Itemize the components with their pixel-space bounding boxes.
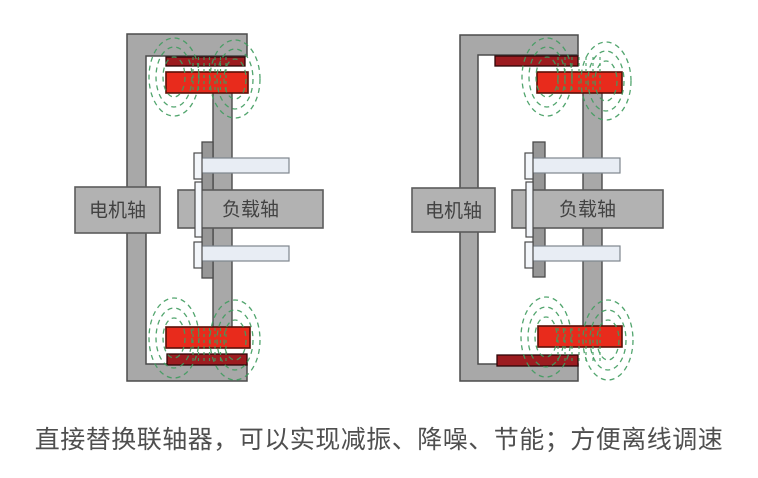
field-line-ellipse: [534, 316, 558, 358]
hub-bolt-top: [530, 157, 621, 174]
hub-bolt-bottom: [196, 245, 290, 262]
permanent-magnet-top: [165, 71, 249, 94]
figure-caption: 直接替换联轴器，可以实现减振、降噪、节能；方便离线调速: [34, 426, 724, 454]
hub-bolt-top: [196, 157, 290, 174]
field-line-ellipse: [155, 46, 193, 108]
bolt-head-bottom: [524, 241, 534, 269]
field-line-ellipse: [587, 50, 625, 112]
field-line-ellipse: [223, 58, 247, 100]
field-line-ellipse: [520, 296, 572, 378]
load-shaft-label: 负载轴: [222, 199, 279, 221]
coupler-diagrams-svg: 电机轴 负载轴: [74, 33, 664, 382]
field-line-ellipse: [216, 48, 254, 110]
field-line-ellipse: [209, 39, 261, 119]
field-line-ellipse: [594, 60, 618, 102]
permanent-magnet-bottom: [537, 325, 623, 348]
field-line-ellipse: [155, 307, 193, 369]
diagram-engaged: 电机轴 负载轴: [74, 33, 324, 382]
hub-bolt-bottom: [530, 245, 621, 262]
hub-strip: [194, 181, 203, 238]
motor-side-c-bracket: [126, 33, 248, 382]
conductor-plate-top: [494, 55, 579, 67]
field-line-ellipse: [580, 41, 632, 121]
motor-shaft-label-box: [74, 186, 161, 234]
bolt-head-top: [193, 152, 203, 180]
field-line-ellipse: [216, 309, 254, 371]
conductor-plate-top: [165, 56, 246, 67]
motor-shaft-label-box: [411, 187, 496, 233]
field-line-ellipse: [223, 319, 247, 361]
conductor-plate-bottom: [166, 353, 248, 366]
magnetic-field-lines: [148, 37, 261, 381]
bolt-head-top: [524, 152, 534, 180]
field-line-ellipse: [162, 56, 186, 98]
field-line-ellipse: [148, 297, 200, 379]
bolt-head-bottom: [193, 241, 203, 269]
load-shaft-label-box: [511, 189, 664, 229]
field-line-ellipse: [527, 306, 565, 368]
magnetic-field-lines: [520, 37, 634, 381]
diagram-offset: 电机轴 负载轴: [411, 34, 664, 382]
field-line-ellipse: [596, 319, 620, 361]
field-line-ellipse: [589, 309, 627, 371]
hub-strip: [525, 181, 534, 238]
permanent-magnet-bottom: [165, 326, 251, 349]
motor-shaft-label: 电机轴: [89, 200, 146, 222]
motor-side-c-bracket: [459, 34, 579, 382]
field-line-ellipse: [162, 317, 186, 359]
motor-shaft-label: 电机轴: [425, 200, 482, 222]
field-line-ellipse: [582, 299, 634, 381]
conductor-plate-bottom: [496, 354, 579, 367]
load-shaft-label: 负载轴: [559, 199, 616, 221]
